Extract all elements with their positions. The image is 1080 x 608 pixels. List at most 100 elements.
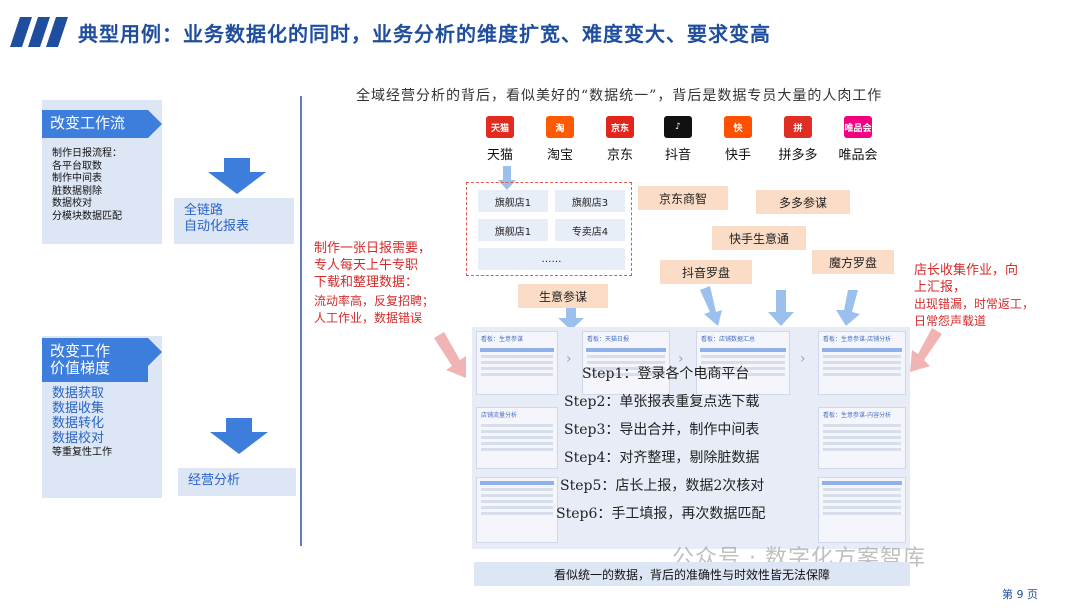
store-box: 专卖店4 bbox=[555, 219, 625, 241]
workflow-head-label: 改变工作流 bbox=[50, 114, 126, 132]
right-red-note: 店长收集作业，向 上汇报， 出现错漏，时常返工， 日常怨声载道 bbox=[914, 262, 1034, 330]
note-line: 店长收集作业，向 bbox=[914, 263, 1019, 278]
platform-douyin: ♪ 抖音 bbox=[648, 116, 708, 163]
full-chain-report-box: 全链路 自动化报表 bbox=[174, 198, 294, 244]
subtitle: 全域经营分析的背后，看似美好的“数据统一”，背后是数据专员大量的人肉工作 bbox=[356, 88, 883, 104]
list-item: 制作中间表 bbox=[52, 173, 102, 184]
mini-caption: 看板：生意参谋-内容分析 bbox=[823, 412, 892, 419]
note-line: 专人每天上午专职 bbox=[314, 258, 419, 273]
note-line: 人工作业，数据错误 bbox=[314, 311, 423, 325]
mini-dashboard: 店铺流量分析 bbox=[476, 407, 558, 469]
page-number: 第 9 页 bbox=[1002, 588, 1038, 601]
pinduoduo-logo-icon: 拼 bbox=[784, 116, 812, 138]
platform-pinduoduo: 拼 拼多多 bbox=[768, 116, 828, 163]
result-line: 自动化报表 bbox=[184, 219, 250, 234]
platform-name: 天猫 bbox=[486, 148, 513, 163]
down-arrow-icon bbox=[210, 418, 268, 454]
platform-name: 快手 bbox=[724, 148, 751, 163]
step-line: Step6：手工填报，再次数据匹配 bbox=[556, 506, 766, 522]
store-box: …… bbox=[478, 248, 625, 270]
mini-dashboard bbox=[476, 477, 558, 543]
platform-name: 拼多多 bbox=[778, 148, 818, 163]
steps-list: Step1：登录各个电商平台 Step2：单张报表重复点选下载 Step3：导出… bbox=[556, 360, 856, 528]
tool-shengyi-canmou: 生意参谋 bbox=[518, 284, 608, 308]
step-line: Step1：登录各个电商平台 bbox=[582, 366, 750, 382]
kuaishou-logo-icon: 快 bbox=[724, 116, 752, 138]
tool-douyin-luopan: 抖音罗盘 bbox=[660, 260, 752, 284]
mini-dashboard: 看板：天猫日报 bbox=[582, 331, 670, 395]
platform-name: 唯品会 bbox=[838, 148, 878, 163]
note-line: 上汇报， bbox=[914, 280, 967, 295]
platform-jd: 京东 京东 bbox=[590, 116, 650, 163]
mini-dashboard: 看板：生意参谋-店铺分析 bbox=[818, 331, 906, 395]
tool-mofang-luopan: 魔方罗盘 bbox=[812, 250, 894, 274]
mini-caption: 看板：店铺数据汇总 bbox=[701, 336, 756, 343]
list-item: 各平台取数 bbox=[52, 160, 102, 172]
store-box: 旗舰店3 bbox=[555, 190, 625, 212]
mini-dashboard: 看板：生意参谋-内容分析 bbox=[818, 407, 906, 469]
note-line: 制作一张日报需要， bbox=[314, 241, 432, 256]
vertical-divider bbox=[300, 96, 302, 546]
value-head-line: 价值梯度 bbox=[50, 359, 111, 377]
list-item: 数据收集 bbox=[52, 401, 105, 416]
business-analysis-box: 经营分析 bbox=[178, 468, 296, 496]
note-line: 下载和整理数据： bbox=[314, 275, 419, 290]
result-line: 全链路 bbox=[184, 203, 224, 218]
platform-kuaishou: 快 快手 bbox=[708, 116, 768, 163]
page-title: 典型用例：业务数据化的同时，业务分析的维度扩宽、难度变大、要求变高 bbox=[78, 21, 771, 46]
note-line: 日常怨声载道 bbox=[914, 314, 987, 328]
mini-caption: 看板：生意参谋-店铺分析 bbox=[823, 336, 892, 343]
tool-kuaishou-shengyitong: 快手生意通 bbox=[712, 226, 806, 250]
value-head-line: 改变工作 bbox=[50, 342, 111, 360]
mini-dashboard: 看板：店铺数据汇总 bbox=[696, 331, 790, 395]
platform-vip: 唯品会 唯品会 bbox=[828, 116, 888, 163]
workflow-steps-list: 制作日报流程： 各平台取数 制作中间表 脏数据剔除 数据校对 分模块数据匹配 bbox=[52, 148, 122, 223]
step-line: Step5：店长上报，数据2次核对 bbox=[560, 478, 765, 494]
note-line: 出现错漏，时常返工， bbox=[914, 297, 1035, 311]
report-screenshots-area: 看板：生意参谋 看板：天猫日报 看板：店铺数据汇总 看板：生意参谋-店铺分析 店… bbox=[472, 327, 910, 549]
chevron-right-icon: › bbox=[678, 351, 684, 367]
left-red-note: 制作一张日报需要， 专人每天上午专职 下载和整理数据： 流动率高，反复招聘； 人… bbox=[314, 240, 434, 327]
mini-dashboard bbox=[818, 477, 906, 543]
platform-name: 淘宝 bbox=[546, 148, 573, 163]
store-box: 旗舰店1 bbox=[478, 219, 548, 241]
list-item: 数据校对 bbox=[52, 198, 92, 209]
chevron-right-icon: › bbox=[566, 351, 572, 367]
down-arrow-icon bbox=[208, 158, 266, 194]
result-label: 经营分析 bbox=[188, 473, 241, 488]
store-box: 旗舰店1 bbox=[478, 190, 548, 212]
list-item: 数据获取 bbox=[52, 386, 105, 401]
step-line: Step4：对齐整理，剔除脏数据 bbox=[564, 450, 760, 466]
tool-duoduo-canmou: 多多参谋 bbox=[756, 190, 850, 214]
platform-tmall: 天猫 天猫 bbox=[470, 116, 530, 163]
tmall-logo-icon: 天猫 bbox=[486, 116, 514, 138]
jd-logo-icon: 京东 bbox=[606, 116, 634, 138]
step-line: Step2：单张报表重复点选下载 bbox=[564, 394, 760, 410]
bottom-note: 看似统一的数据，背后的准确性与时效性皆无法保障 bbox=[474, 562, 910, 586]
chevron-right-icon: › bbox=[800, 351, 806, 367]
value-head: 改变工作 价值梯度 bbox=[42, 338, 162, 382]
stores-group bbox=[466, 182, 632, 276]
list-item: 制作日报流程： bbox=[52, 148, 122, 159]
list-item: 数据校对 bbox=[52, 431, 105, 446]
value-items-list: 数据获取 数据收集 数据转化 数据校对 等重复性工作 bbox=[52, 386, 112, 460]
platform-taobao: 淘 淘宝 bbox=[530, 116, 590, 163]
step-line: Step3：导出合并，制作中间表 bbox=[564, 422, 760, 438]
list-item: 分模块数据匹配 bbox=[52, 210, 122, 222]
bottom-note-text: 看似统一的数据，背后的准确性与时效性皆无法保障 bbox=[553, 567, 830, 582]
mini-caption: 店铺流量分析 bbox=[481, 412, 518, 419]
tool-jd-shangzhi: 京东商智 bbox=[638, 186, 728, 210]
title-bar: 典型用例：业务数据化的同时，业务分析的维度扩宽、难度变大、要求变高 bbox=[10, 14, 771, 50]
douyin-logo-icon: ♪ bbox=[664, 116, 692, 138]
workflow-head: 改变工作流 bbox=[42, 110, 162, 138]
mini-caption: 看板：天猫日报 bbox=[587, 336, 630, 343]
vip-logo-icon: 唯品会 bbox=[844, 116, 872, 138]
mini-dashboard: 看板：生意参谋 bbox=[476, 331, 558, 395]
list-item: 数据转化 bbox=[52, 416, 105, 431]
slashes-logo-icon bbox=[10, 17, 68, 47]
taobao-logo-icon: 淘 bbox=[546, 116, 574, 138]
list-item: 脏数据剔除 bbox=[52, 185, 102, 197]
platform-name: 京东 bbox=[606, 148, 633, 163]
mini-caption: 看板：生意参谋 bbox=[481, 336, 524, 343]
note-line: 流动率高，反复招聘； bbox=[314, 294, 435, 308]
